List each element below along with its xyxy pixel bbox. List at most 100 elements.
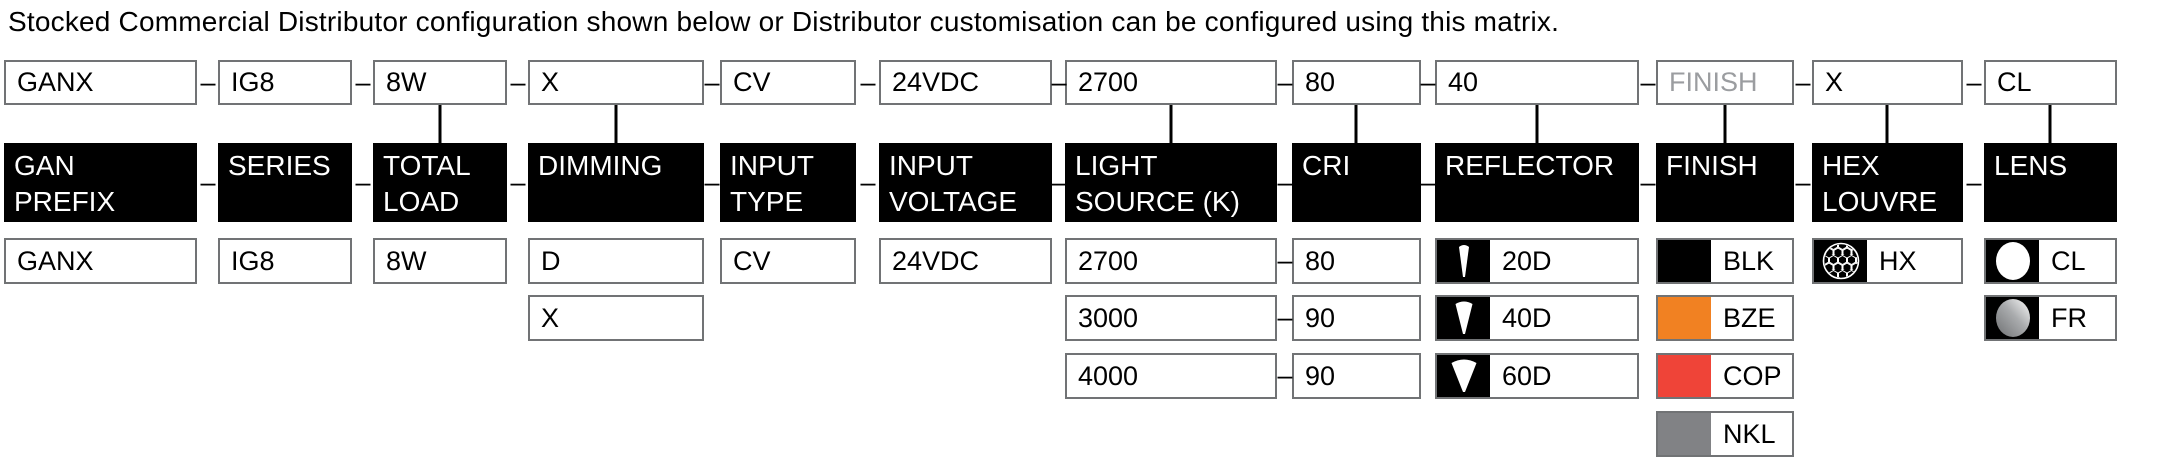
option-label: GANX <box>17 245 94 276</box>
option-label: CL <box>2051 245 2086 276</box>
finish-bronze-swatch <box>1658 297 1711 339</box>
separator-dash: – <box>510 67 526 98</box>
header-hex-louvre: HEX LOUVRE <box>1812 143 1963 222</box>
separator-dash: – <box>1277 360 1293 391</box>
header-input-voltage: INPUT VOLTAGE <box>879 143 1052 222</box>
option-label: 90 <box>1305 302 1336 333</box>
separator-dash: – <box>1277 245 1293 276</box>
header-total-load: TOTAL LOAD <box>373 143 507 222</box>
selected-series: IG8 <box>218 60 352 105</box>
header-finish: FINISH <box>1656 143 1794 222</box>
option-label: IG8 <box>231 245 275 276</box>
option-input-type-cv: CV <box>720 238 856 284</box>
separator-dash: – <box>704 167 720 198</box>
separator-dash: – <box>1795 67 1811 98</box>
header-cri: CRI <box>1292 143 1421 222</box>
option-label: 4000 <box>1078 360 1139 391</box>
header-light-source: LIGHT SOURCE (K) <box>1065 143 1277 222</box>
option-label: NKL <box>1723 418 1776 449</box>
selected-dimming: X <box>528 60 704 105</box>
option-dimming-x: X <box>528 295 704 341</box>
option-light-source-3000: 3000 <box>1065 295 1277 341</box>
option-label: 2700 <box>1078 245 1139 276</box>
separator-dash: – <box>1277 167 1293 198</box>
option-reflector-40d: 40D <box>1435 295 1639 341</box>
option-label: D <box>541 245 561 276</box>
selected-input-voltage: 24VDC <box>879 60 1052 105</box>
connector-line <box>1169 105 1173 143</box>
option-dimming-d: D <box>528 238 704 284</box>
header-series: SERIES <box>218 143 352 222</box>
option-total-load-8w: 8W <box>373 238 507 284</box>
option-cri-80: 80 <box>1292 238 1421 284</box>
option-label: 60D <box>1502 360 1552 391</box>
option-finish-blk: BLK <box>1656 238 1794 284</box>
option-light-source-4000: 4000 <box>1065 353 1277 399</box>
beam-60d-icon <box>1437 355 1490 397</box>
separator-dash: – <box>860 167 876 198</box>
selected-finish-placeholder: FINISH <box>1656 60 1794 105</box>
separator-dash: – <box>200 167 216 198</box>
selected-total-load: 8W <box>373 60 507 105</box>
option-light-source-2700: 2700 <box>1065 238 1277 284</box>
header-dimming: DIMMING <box>528 143 704 222</box>
separator-dash: – <box>1966 67 1982 98</box>
selected-cri: 80 <box>1292 60 1421 105</box>
option-label: CV <box>733 245 771 276</box>
beam-40d-icon <box>1437 297 1490 339</box>
option-reflector-60d: 60D <box>1435 353 1639 399</box>
selected-light-source: 2700 <box>1065 60 1277 105</box>
connector-line <box>1354 105 1358 143</box>
separator-dash: – <box>704 67 720 98</box>
separator-dash: – <box>1795 167 1811 198</box>
separator-dash: – <box>355 167 371 198</box>
separator-dash: – <box>1051 167 1067 198</box>
separator-dash: – <box>860 67 876 98</box>
option-series-ig8: IG8 <box>218 238 352 284</box>
selected-hex-louvre: X <box>1812 60 1963 105</box>
option-input-voltage-24vdc: 24VDC <box>879 238 1052 284</box>
header-reflector: REFLECTOR <box>1435 143 1639 222</box>
hex-louvre-icon <box>1814 240 1867 282</box>
connector-line <box>438 105 442 143</box>
separator-dash: – <box>510 167 526 198</box>
separator-dash: – <box>1420 167 1436 198</box>
beam-20d-icon <box>1437 240 1490 282</box>
connector-line <box>1535 105 1539 143</box>
option-label: 80 <box>1305 245 1336 276</box>
separator-dash: – <box>355 67 371 98</box>
option-finish-cop: COP <box>1656 353 1794 399</box>
option-label: X <box>541 302 560 333</box>
selected-gan-prefix: GANX <box>4 60 197 105</box>
finish-black-swatch <box>1658 240 1711 282</box>
option-cri-90: 90 <box>1292 295 1421 341</box>
option-label: 40D <box>1502 302 1552 333</box>
option-label: 20D <box>1502 245 1552 276</box>
finish-nickel-swatch <box>1658 413 1711 455</box>
selected-input-type: CV <box>720 60 856 105</box>
connector-line <box>2048 105 2052 143</box>
page-title: Stocked Commercial Distributor configura… <box>8 6 1560 37</box>
connector-line <box>614 105 618 143</box>
separator-dash: – <box>200 67 216 98</box>
separator-dash: – <box>1277 302 1293 333</box>
option-label: HX <box>1879 245 1917 276</box>
selected-lens: CL <box>1984 60 2117 105</box>
option-gan-prefix-ganx: GANX <box>4 238 197 284</box>
separator-dash: – <box>1640 67 1656 98</box>
option-label: FR <box>2051 302 2087 333</box>
header-input-type: INPUT TYPE <box>720 143 856 222</box>
header-lens: LENS <box>1984 143 2117 222</box>
option-label: 3000 <box>1078 302 1139 333</box>
lens-frosted-icon <box>1986 297 2039 339</box>
separator-dash: – <box>1051 67 1067 98</box>
option-label: COP <box>1723 360 1782 391</box>
option-cri-90b: 90 <box>1292 353 1421 399</box>
connector-line <box>1723 105 1727 143</box>
option-lens-cl: CL <box>1984 238 2117 284</box>
option-label: BLK <box>1723 245 1775 276</box>
separator-dash: – <box>1966 167 1982 198</box>
option-reflector-20d: 20D <box>1435 238 1639 284</box>
option-label: 24VDC <box>892 245 980 276</box>
